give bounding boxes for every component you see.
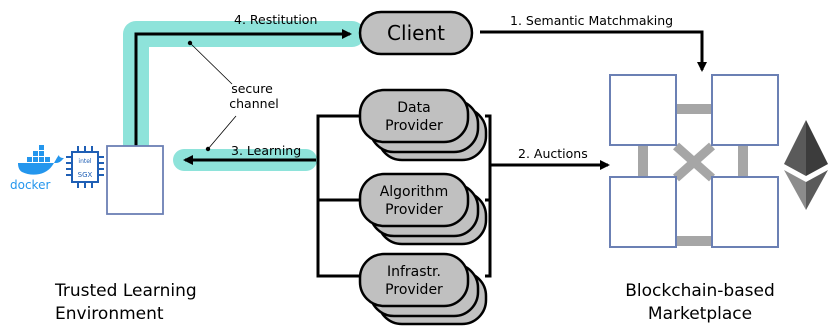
intel-sgx-chip-icon: intel SGX xyxy=(66,146,104,188)
marketplace-caption-line2: Marketplace xyxy=(648,304,752,324)
provider-bus-left xyxy=(316,114,365,278)
marketplace-caption-line1: Blockchain-based xyxy=(625,281,774,301)
data-provider-line2: Provider xyxy=(385,118,443,134)
client-node xyxy=(358,10,474,56)
client-label: Client xyxy=(387,21,445,45)
secure-channel-pointer-bottom xyxy=(207,115,237,150)
intel-wordmark: intel xyxy=(78,158,92,165)
provider-bus-right xyxy=(485,114,492,278)
tle-caption-line2: Environment xyxy=(55,304,164,324)
matchmaking-arrow xyxy=(480,30,707,72)
learning-label: 3. Learning xyxy=(231,143,301,158)
block-top-right xyxy=(711,74,779,146)
algorithm-provider-line1: Algorithm xyxy=(380,184,449,200)
tle-caption-line1: Trusted Learning xyxy=(54,281,197,301)
infrastructure-provider-stack: Infrastr. Provider xyxy=(358,252,488,326)
block-bottom-right xyxy=(711,176,779,248)
sgx-wordmark: SGX xyxy=(78,171,93,179)
algorithm-provider-line2: Provider xyxy=(385,202,443,218)
secure-channel-label-line1: secure xyxy=(231,81,273,96)
infrastructure-provider-line1: Infrastr. xyxy=(387,264,441,280)
secure-channel-dot-top xyxy=(187,40,193,46)
docker-wordmark: docker xyxy=(10,178,50,192)
matchmaking-label: 1. Semantic Matchmaking xyxy=(510,13,673,28)
data-provider-stack: Data Provider xyxy=(358,88,488,162)
ethereum-icon xyxy=(784,120,828,210)
docker-logo: docker xyxy=(10,145,64,192)
algorithm-provider-stack: Algorithm Provider xyxy=(358,172,488,246)
block-bottom-left xyxy=(609,176,677,248)
trusted-learning-environment-box xyxy=(106,145,164,215)
restitution-label: 4. Restitution xyxy=(234,12,317,27)
restitution-arrow xyxy=(134,29,352,146)
block-top-left xyxy=(609,74,677,146)
data-provider-line1: Data xyxy=(397,100,430,116)
infrastructure-provider-line2: Provider xyxy=(385,282,443,298)
blockchain-network-graphic xyxy=(609,74,779,248)
secure-channel-label-line2: channel xyxy=(229,96,278,111)
secure-channel-pointer-top xyxy=(189,42,233,85)
secure-channel-dot-bottom xyxy=(205,146,211,152)
auctions-label: 2. Auctions xyxy=(518,146,588,161)
